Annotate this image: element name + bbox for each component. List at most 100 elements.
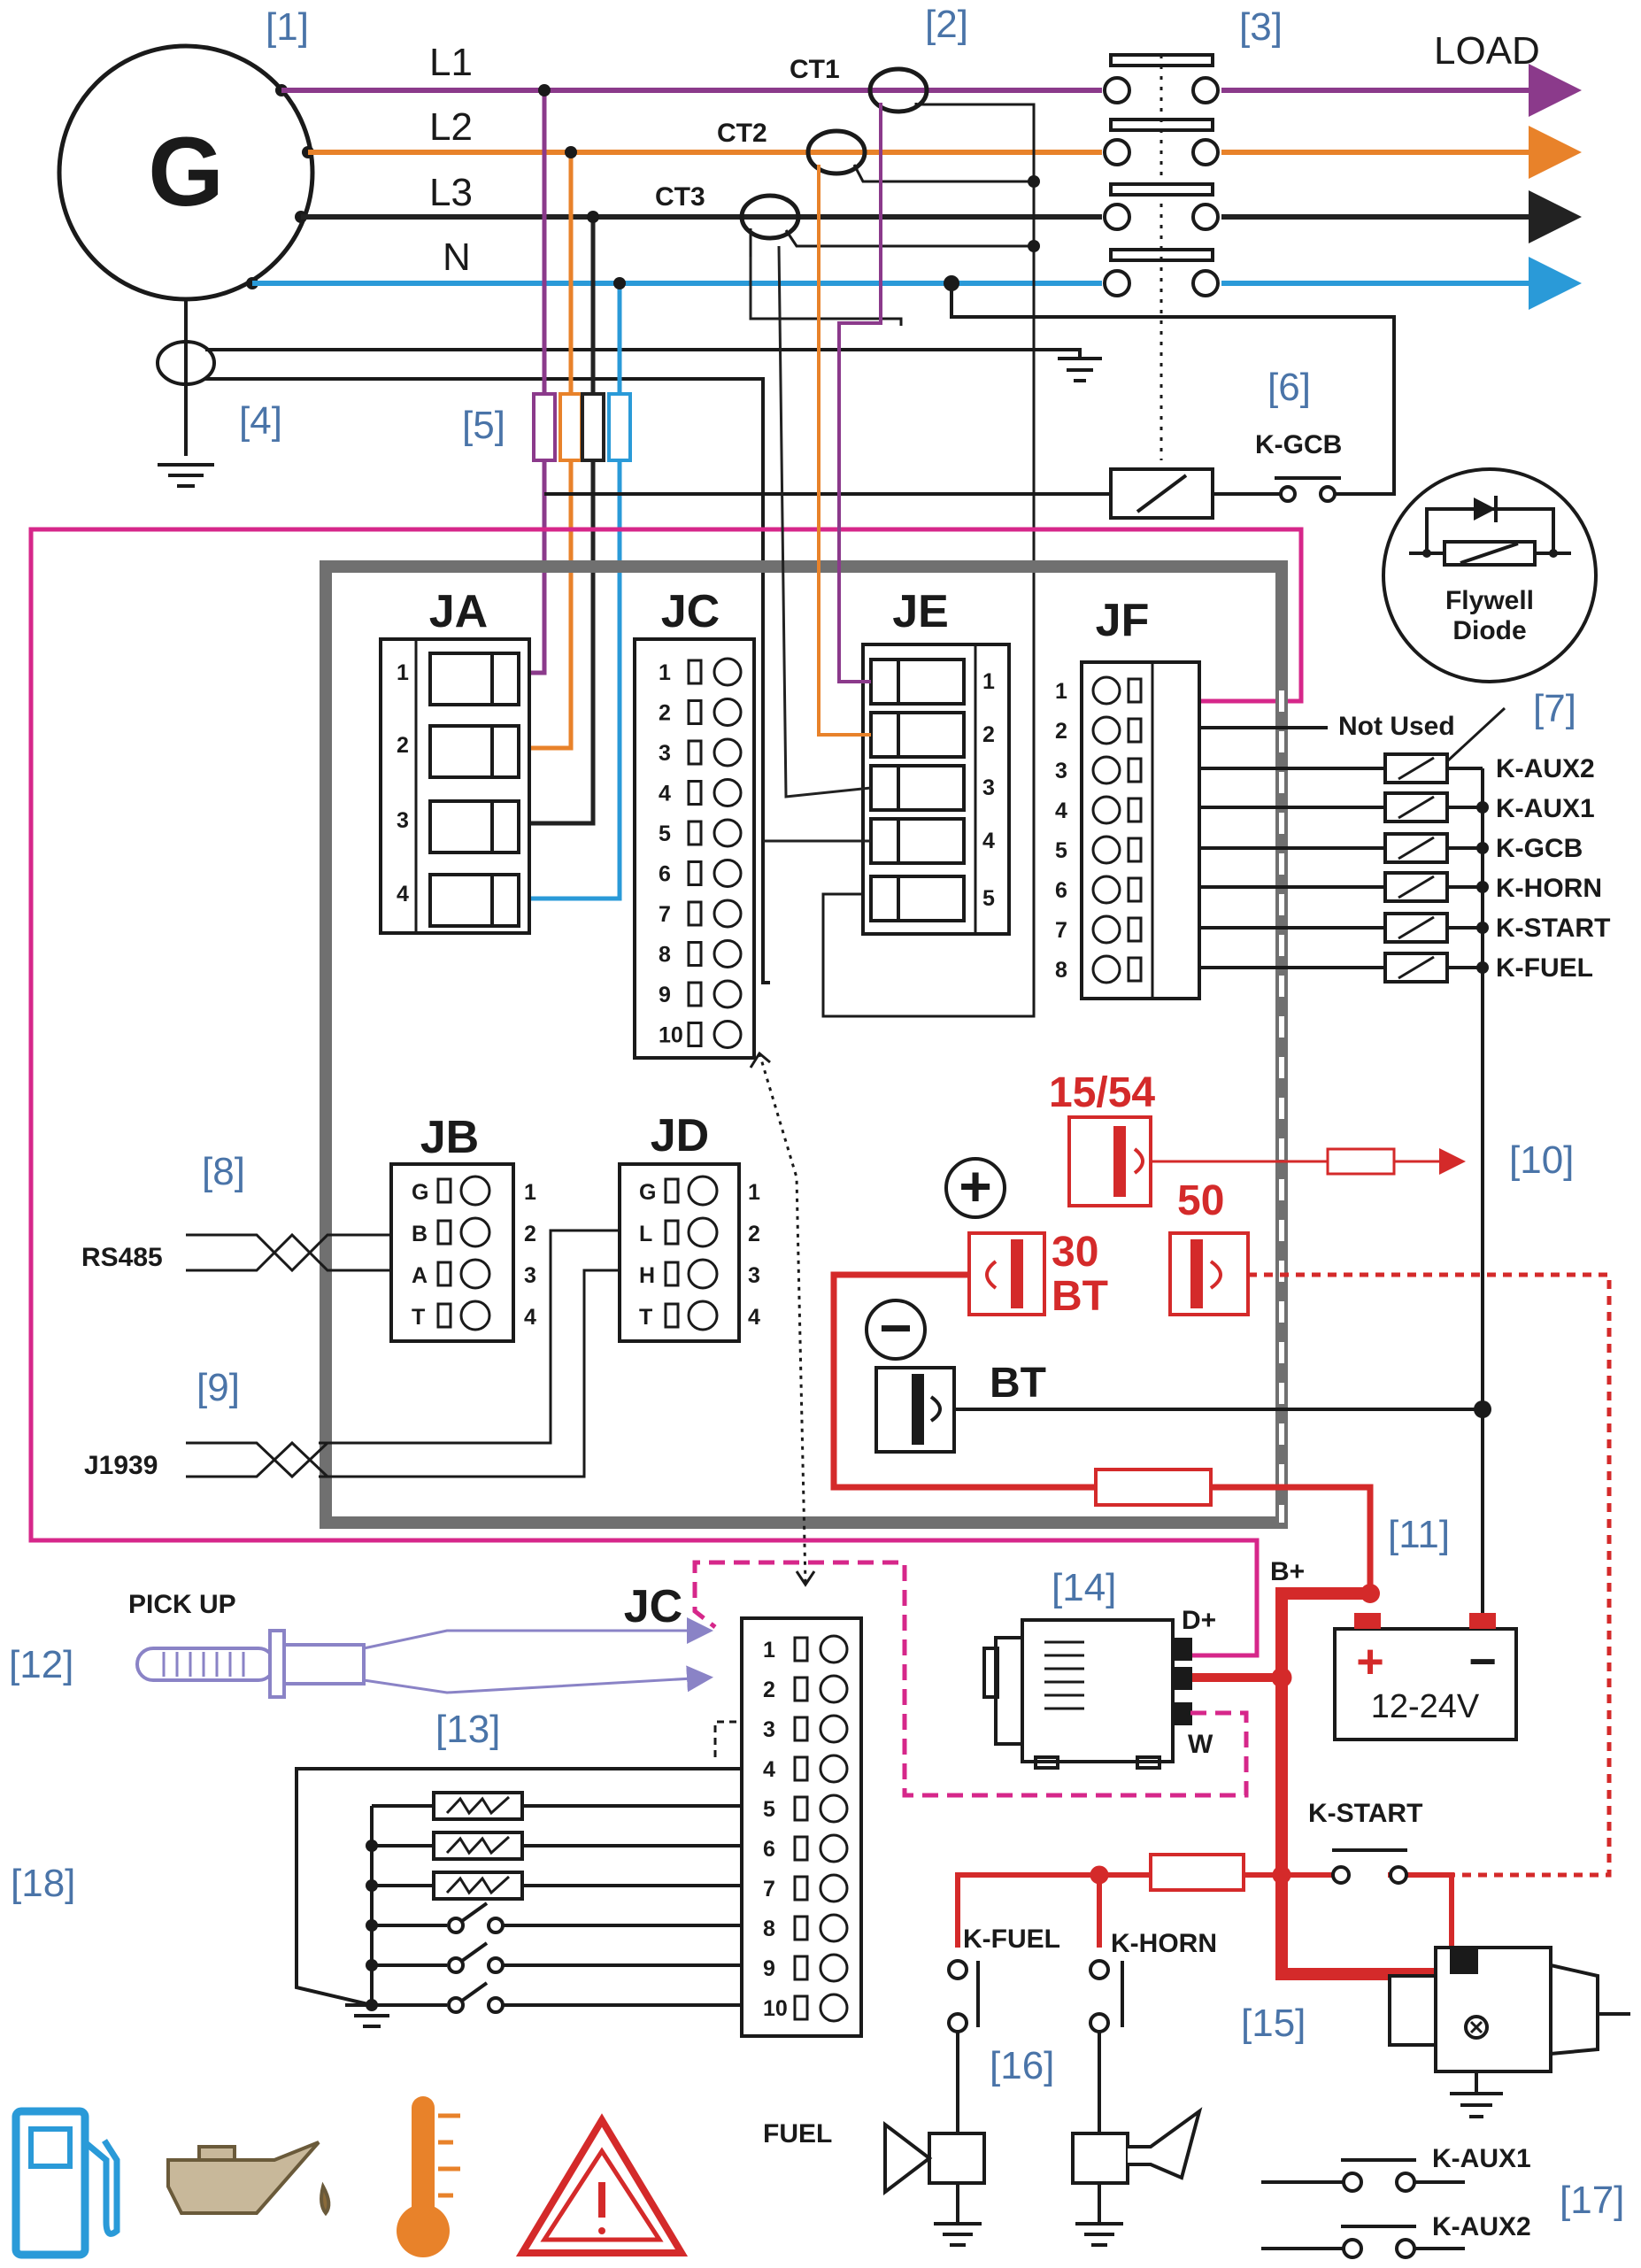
jc2-terminal xyxy=(819,1833,849,1863)
w-signal-dashed xyxy=(692,1560,1249,1798)
jc2-terminal xyxy=(819,1754,849,1784)
jc-cell xyxy=(687,860,703,886)
jc2-terminal xyxy=(819,1674,849,1704)
ja-pin-1: 1 xyxy=(397,660,409,685)
k-start-label: K-START xyxy=(1308,1799,1422,1828)
jf-cell xyxy=(1127,677,1143,704)
jf-terminal xyxy=(1091,755,1121,785)
oil-can-icon xyxy=(166,2141,331,2217)
ct-dots xyxy=(1028,175,1040,252)
jc2-cell xyxy=(793,1676,809,1702)
jc-terminal xyxy=(713,657,743,687)
relay-label-k-horn: K-HORN xyxy=(1496,874,1602,903)
jc2-terminal xyxy=(819,1873,849,1903)
j1939-label: J1939 xyxy=(84,1451,158,1480)
ref-6: [6] xyxy=(1267,366,1311,409)
jf-title: JF xyxy=(1096,595,1150,646)
rs485-label: RS485 xyxy=(81,1243,163,1272)
jb-pin-1: 1 xyxy=(524,1180,536,1205)
magenta-d-plus-wire xyxy=(28,527,1304,1658)
flywell-diode: Flywell Diode xyxy=(1382,467,1598,683)
jc2-pin-8: 8 xyxy=(763,1917,775,1941)
phase-lines xyxy=(252,64,1582,310)
jd-cell xyxy=(664,1261,680,1287)
jc-terminal xyxy=(713,818,743,848)
minus-symbol: − xyxy=(879,1296,912,1360)
jc2-pin-10: 10 xyxy=(763,1996,788,2021)
jf-pin-5: 5 xyxy=(1055,838,1067,863)
jc-cell xyxy=(687,941,703,967)
jc2-pin-6: 6 xyxy=(763,1837,775,1862)
jf-terminal xyxy=(1091,715,1121,745)
jc-pin-10: 10 xyxy=(659,1023,683,1048)
earth-ct xyxy=(156,299,1102,984)
jf-terminal xyxy=(1091,954,1121,984)
line-label-n: N xyxy=(443,235,471,279)
jc-pin-4: 4 xyxy=(659,782,671,806)
generator-symbol: G xyxy=(148,118,224,227)
relay-coils xyxy=(1383,752,1449,984)
fuel-label: FUEL xyxy=(763,2119,832,2148)
jc2-cell xyxy=(793,1875,809,1902)
jb-signal-2: B xyxy=(412,1222,428,1246)
reference-labels: [1] [2] [3] [4] [5] [6] [7] [8] [9] [10]… xyxy=(9,3,1624,2222)
tbt-label: BT xyxy=(990,1360,1046,1407)
je-title: JE xyxy=(892,586,949,637)
jb-jd-bus xyxy=(319,1229,620,1478)
jc2-cell xyxy=(793,1636,809,1662)
k-gcb-coil xyxy=(544,275,1396,520)
jc-terminal xyxy=(713,698,743,727)
jc2-title: JC xyxy=(624,1581,682,1632)
jc2-cell xyxy=(793,1755,809,1782)
jc-terminal xyxy=(713,778,743,807)
alternator xyxy=(982,1618,1192,1770)
ref-4: [4] xyxy=(239,399,282,443)
jb-pin-3: 3 xyxy=(524,1263,536,1288)
t50-label: 50 xyxy=(1177,1177,1224,1224)
terminal-15-54: 15/54 xyxy=(1049,1069,1466,1207)
line-label-l2: L2 xyxy=(429,105,473,149)
jc2-pin-5: 5 xyxy=(763,1797,775,1822)
jb-cell xyxy=(436,1219,452,1246)
jc-cell xyxy=(687,900,703,927)
jf-pin-2: 2 xyxy=(1055,719,1067,744)
jc2-terminal xyxy=(819,1913,849,1943)
connector-je: JE 1 2 3 4 5 xyxy=(861,586,1011,936)
jd-signal-4: T xyxy=(639,1305,652,1330)
jc-pin-6: 6 xyxy=(659,862,671,887)
jc2-terminal xyxy=(819,1634,849,1664)
thermometer-icon xyxy=(397,2096,460,2257)
jc2-cell xyxy=(793,1835,809,1862)
jd-pin-2: 2 xyxy=(748,1222,760,1246)
jf-terminal xyxy=(1091,795,1121,825)
jf-cell xyxy=(1127,876,1143,903)
ct3-label: CT3 xyxy=(655,182,705,212)
ref-9: [9] xyxy=(196,1366,240,1409)
b-plus-label: B+ xyxy=(1270,1557,1305,1586)
jc-pin-5: 5 xyxy=(659,822,671,846)
battery-wiring xyxy=(830,1271,1612,1878)
jb-cell xyxy=(436,1261,452,1287)
jd-title: JD xyxy=(651,1110,709,1161)
jf-pin-7: 7 xyxy=(1055,918,1067,943)
jc-terminal xyxy=(713,899,743,929)
d-plus-label: D+ xyxy=(1182,1606,1216,1635)
jc-cell xyxy=(687,739,703,766)
jd-signal-1: G xyxy=(639,1180,656,1205)
jc2-pin-4: 4 xyxy=(763,1757,775,1782)
terminal-30-bt: + 30 BT xyxy=(944,1154,1108,1320)
jf-pin-4: 4 xyxy=(1055,798,1067,823)
jf-cell xyxy=(1127,797,1143,823)
jb-signal-3: A xyxy=(412,1263,428,1288)
sensor-inputs xyxy=(295,1767,742,2028)
jd-pin-1: 1 xyxy=(748,1180,760,1205)
jc-cell xyxy=(687,820,703,846)
k-start-contact xyxy=(1331,1848,1408,1885)
aux1-label: K-AUX1 xyxy=(1432,2144,1531,2173)
jc2-pin-9: 9 xyxy=(763,1956,775,1981)
jb-terminal xyxy=(459,1175,491,1207)
jb-cell xyxy=(436,1177,452,1204)
ref-1: [1] xyxy=(266,5,309,49)
